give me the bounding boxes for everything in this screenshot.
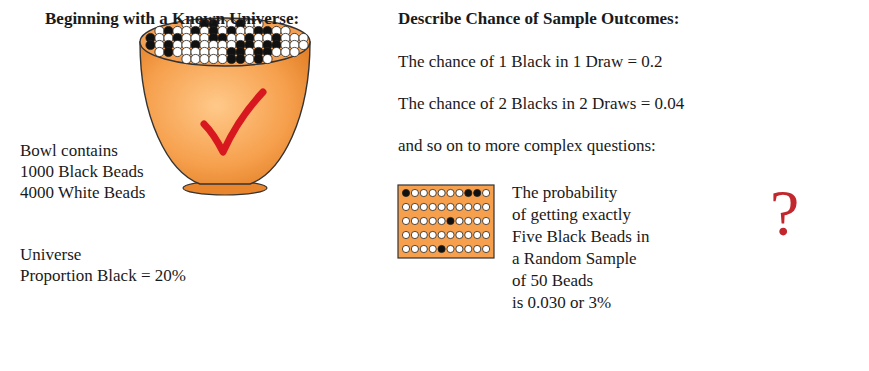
bead — [236, 54, 245, 63]
sample-bead — [402, 245, 409, 252]
sample-bead — [429, 189, 436, 196]
bead — [254, 54, 263, 63]
sample-bead — [483, 231, 490, 238]
sample-bead — [483, 245, 490, 252]
text-line: is 0.030 or 3% — [512, 292, 649, 314]
bead — [209, 54, 218, 63]
bead — [218, 54, 227, 63]
sample-bead — [465, 217, 472, 224]
sample-bead — [456, 217, 463, 224]
sample-bead — [420, 217, 427, 224]
sample-bead — [402, 231, 409, 238]
bead — [155, 47, 164, 56]
sample-bead — [447, 231, 454, 238]
sample-bead — [474, 189, 481, 196]
check-mark — [204, 92, 263, 152]
sample-bead — [411, 217, 418, 224]
sample-bead — [438, 231, 445, 238]
bead — [146, 40, 155, 49]
bead — [164, 47, 173, 56]
bead — [182, 54, 191, 63]
sample-bead — [402, 189, 409, 196]
universe-note: Bowl contains 1000 Black Beads 4000 Whit… — [20, 140, 145, 203]
outcome-text: and so on to more complex questions: — [398, 135, 656, 156]
sample-bead — [420, 203, 427, 210]
text-line: The probability — [512, 182, 649, 204]
text-line: Universe — [20, 244, 186, 265]
sample-bead — [402, 203, 409, 210]
sample-bead — [483, 189, 490, 196]
sample-bead — [483, 217, 490, 224]
bead — [191, 54, 200, 63]
sample-bead — [411, 231, 418, 238]
sample-bead — [474, 203, 481, 210]
probability-note: The probability of getting exactly Five … — [512, 182, 649, 314]
heading: Beginning with a Known Universe: — [45, 8, 299, 29]
sample-bead — [474, 245, 481, 252]
outcome-text: The chance of 2 Blacks in 2 Draws = 0.04 — [398, 93, 684, 114]
text-line: Five Black Beads in — [512, 226, 649, 248]
sample-bead — [447, 203, 454, 210]
sample-bead — [465, 203, 472, 210]
text-line: a Random Sample — [512, 248, 649, 270]
sample-bead — [456, 189, 463, 196]
outcome-text: The chance of 1 Black in 1 Draw = 0.2 — [398, 51, 663, 72]
bead — [173, 47, 182, 56]
sample-bead — [447, 217, 454, 224]
text-line: Proportion Black = 20% — [20, 265, 186, 286]
text-line: 4000 White Beads — [20, 182, 145, 203]
text-line: of 50 Beads — [512, 270, 649, 292]
sample-bead — [456, 245, 463, 252]
sample-bead — [420, 231, 427, 238]
sample-bead — [411, 189, 418, 196]
bead — [263, 54, 272, 63]
sample-bead — [402, 217, 409, 224]
question-mark: ? — [770, 178, 799, 248]
sample-bead — [438, 203, 445, 210]
text-line: Bowl contains — [20, 140, 145, 161]
bead — [299, 40, 308, 49]
sample-bead — [465, 189, 472, 196]
sample-bead — [438, 189, 445, 196]
sample-bead — [456, 203, 463, 210]
text-line: of getting exactly — [512, 204, 649, 226]
sample-bead — [447, 245, 454, 252]
sample-bead — [465, 231, 472, 238]
sample-bead — [429, 245, 436, 252]
sample-bead — [474, 231, 481, 238]
sample-bead — [411, 203, 418, 210]
sample-bead — [483, 203, 490, 210]
bead — [272, 47, 281, 56]
text-line: 1000 Black Beads — [20, 161, 145, 182]
sample-tray — [398, 185, 494, 258]
bead — [200, 54, 209, 63]
bowl-body — [140, 42, 310, 184]
bead — [281, 47, 290, 56]
sample-bead — [438, 245, 445, 252]
sample-bead — [438, 217, 445, 224]
sample-bead — [429, 217, 436, 224]
universe-note: Universe Proportion Black = 20% — [20, 244, 186, 286]
sample-bead — [456, 231, 463, 238]
sample-bead — [429, 231, 436, 238]
sample-bead — [447, 189, 454, 196]
bead — [290, 47, 299, 56]
sample-bead — [420, 189, 427, 196]
sample-beads — [402, 189, 489, 252]
sample-bead — [474, 217, 481, 224]
sample-bead — [411, 245, 418, 252]
heading: Describe Chance of Sample Outcomes: — [398, 8, 679, 29]
sample-bead — [429, 203, 436, 210]
bead — [245, 54, 254, 63]
bead — [227, 54, 236, 63]
sample-bead — [420, 245, 427, 252]
sample-bead — [465, 245, 472, 252]
